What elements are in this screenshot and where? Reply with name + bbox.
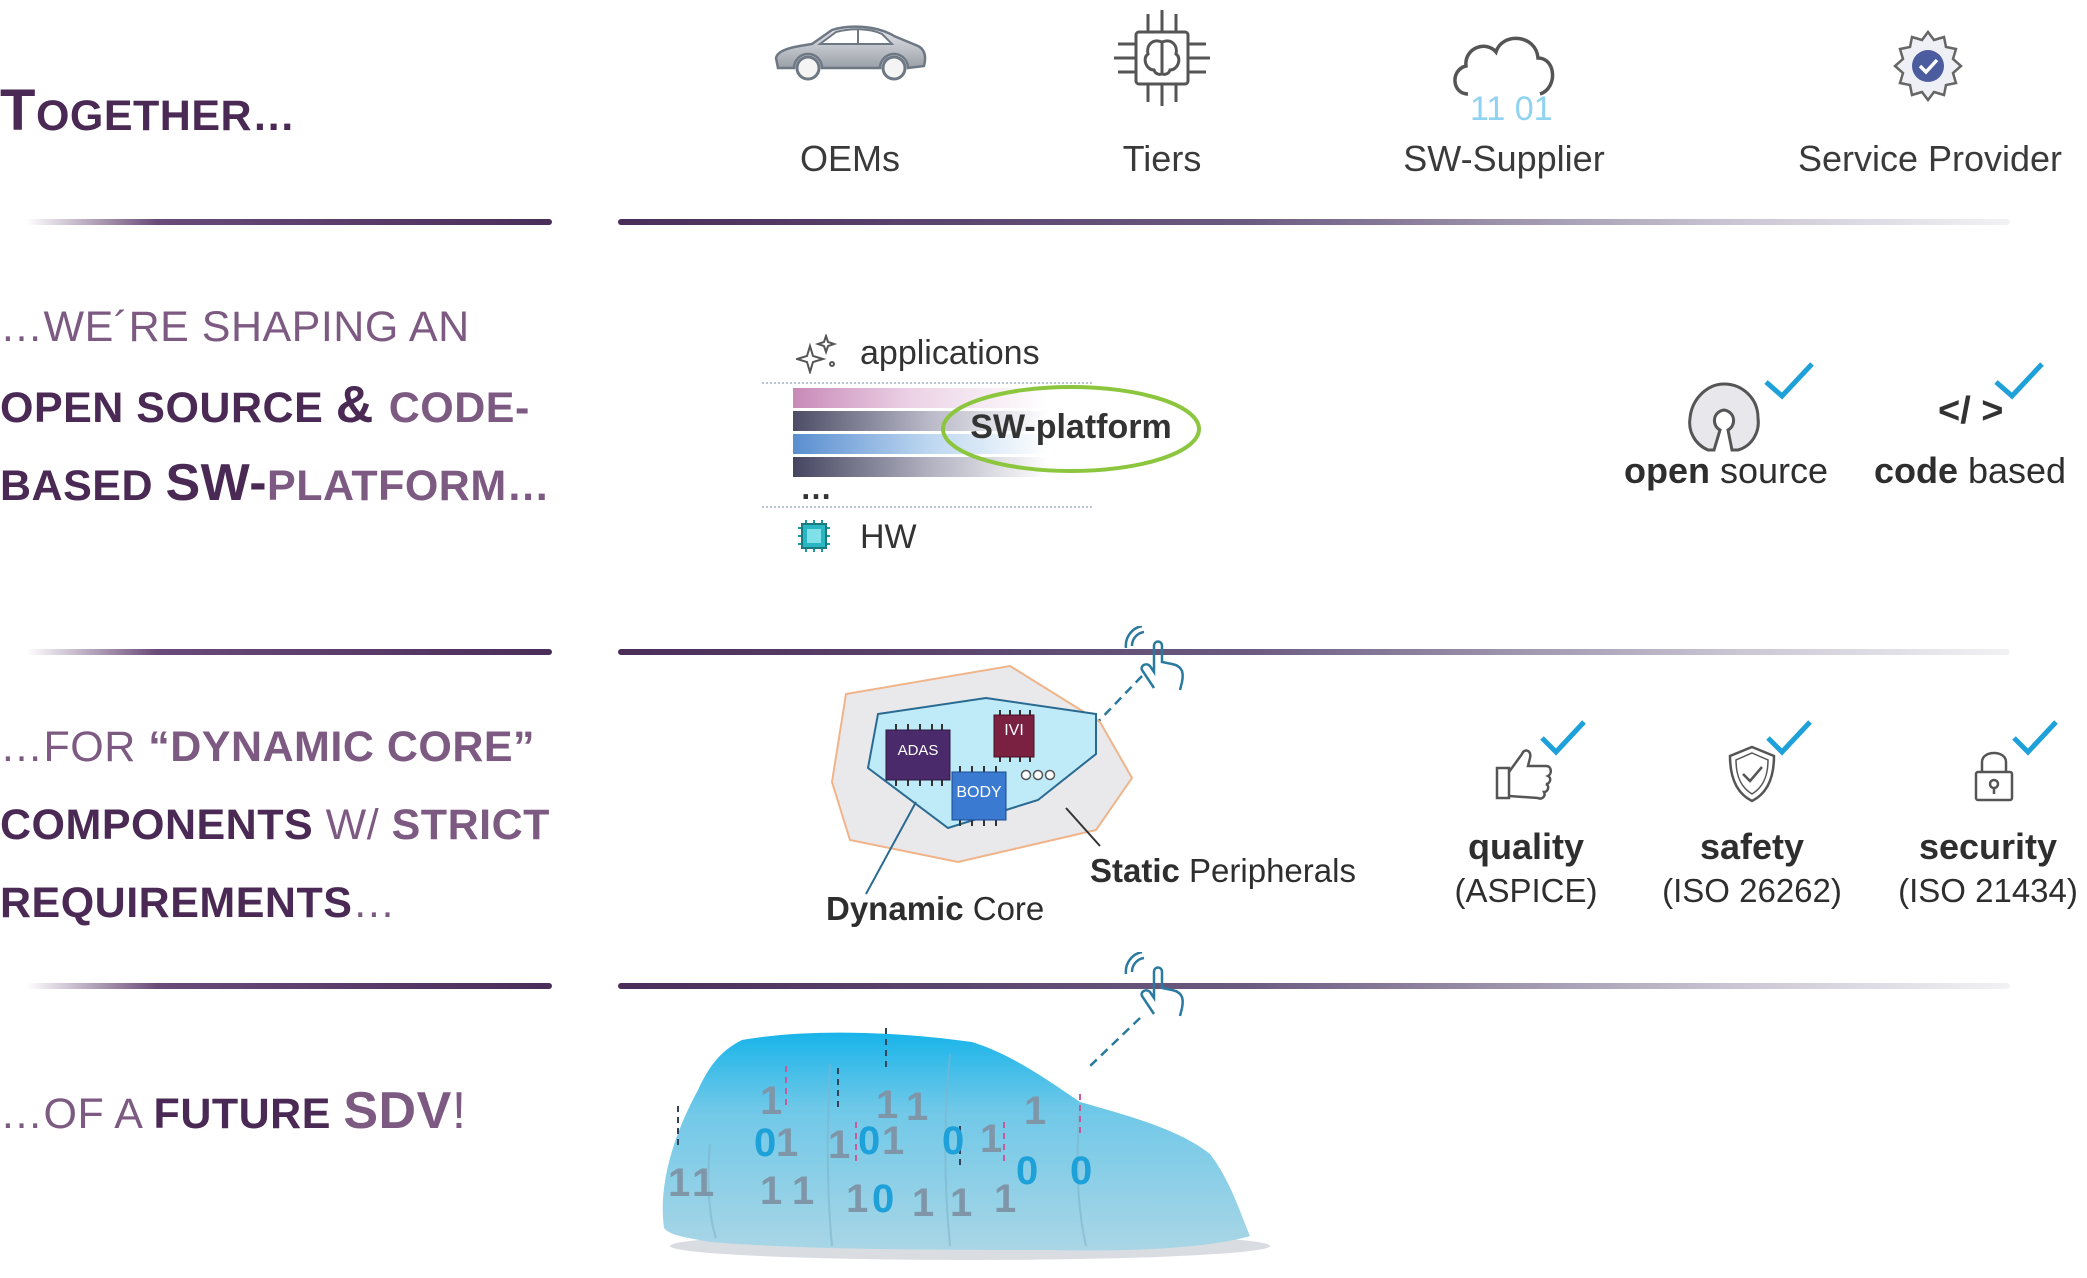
binary-digit: 1 xyxy=(882,1119,904,1163)
binary-digit: 0 xyxy=(942,1119,964,1163)
heading-future-sdv: …OF A FUTURE SDV! xyxy=(0,1082,467,1140)
chip-brain-icon xyxy=(1114,10,1210,106)
padlock-icon xyxy=(1974,751,2014,802)
quality-check-icon xyxy=(1540,720,1586,756)
stakeholder-label-sw-supplier: SW-Supplier xyxy=(1403,138,1605,179)
principle-open-source-label: open source xyxy=(1623,450,1829,491)
svg-text:11 01: 11 01 xyxy=(1470,90,1553,122)
platform-layer-4 xyxy=(793,457,1093,477)
cloud-binary-icon: 11 01 xyxy=(1453,36,1555,122)
callout-lines xyxy=(865,801,1101,895)
binary-digit: 1 xyxy=(828,1123,850,1167)
static-peripherals-label: Static Peripherals xyxy=(1090,852,1356,889)
binary-digit: 1 xyxy=(776,1121,798,1165)
platform-layer-1 xyxy=(793,388,1093,408)
binary-digit: 1 xyxy=(912,1181,934,1225)
touch-hand-icon-2 xyxy=(1124,952,1184,1017)
sparkle-icon xyxy=(796,334,838,374)
binary-digit: 1 xyxy=(950,1181,972,1225)
open-source-check-icon xyxy=(1764,362,1814,400)
binary-digit: 1 xyxy=(980,1117,1002,1161)
more-dots-icon xyxy=(1020,769,1056,781)
dynamic-core-label: Dynamic Core xyxy=(826,890,1045,927)
car-icon xyxy=(774,25,927,81)
open-source-icon xyxy=(1688,382,1760,452)
binary-digit: 0 xyxy=(872,1177,894,1221)
ivi-chip xyxy=(993,710,1035,762)
stakeholder-label-service-provider: Service Provider xyxy=(1797,138,2063,179)
platform-hw-label: HW xyxy=(860,518,917,556)
binary-digit: 1 xyxy=(760,1169,782,1213)
binary-digit: 1 xyxy=(906,1085,928,1129)
sw-platform-ellipse xyxy=(941,385,1201,473)
requirement-security-name: security xyxy=(1918,826,2058,867)
heading-dynamic-core: …FOR “DYNAMIC CORE” COMPONENTS W/ STRICT… xyxy=(0,723,550,927)
requirement-quality-name: quality xyxy=(1467,826,1584,867)
dashed-pointer-1 xyxy=(1091,675,1143,729)
binary-digit: 0 xyxy=(858,1119,880,1163)
binary-digit: 1 xyxy=(668,1161,690,1205)
binary-digit: 0 xyxy=(1016,1149,1038,1193)
platform-bottom-rule xyxy=(762,506,1092,508)
ivi-label: IVI xyxy=(1004,722,1024,739)
requirement-quality-standard: (ASPICE) xyxy=(1454,872,1598,909)
binary-digit: 1 xyxy=(846,1177,868,1221)
sw-platform-label: SW-platform xyxy=(970,408,1172,446)
heading-together: TOGETHER… xyxy=(0,78,296,143)
hw-chip-icon xyxy=(798,520,830,552)
body-label: BODY xyxy=(956,784,1002,801)
adas-chip xyxy=(885,724,951,786)
adas-label: ADAS xyxy=(897,742,939,759)
stakeholder-label-oems: OEMs xyxy=(799,138,900,179)
binary-digit: 1 xyxy=(692,1161,714,1205)
separator-left-3 xyxy=(26,983,552,989)
shield-check-icon xyxy=(1728,745,1776,803)
platform-top-rule xyxy=(762,382,1092,384)
principle-code-based-label: code based xyxy=(1873,450,2067,491)
platform-ellipsis: … xyxy=(800,470,832,506)
binary-digit: 0 xyxy=(1070,1149,1092,1193)
dashed-pointer-2 xyxy=(1087,1017,1141,1069)
separator-left-2 xyxy=(26,649,552,655)
separator-right-3 xyxy=(618,983,2010,989)
body-chip xyxy=(951,766,1007,826)
requirement-safety-standard: (ISO 26262) xyxy=(1662,872,1842,909)
security-check-icon xyxy=(2012,720,2058,756)
separator-right-1 xyxy=(618,219,2010,225)
code-icon: </ > xyxy=(1938,390,2004,432)
requirement-safety-name: safety xyxy=(1699,826,1805,867)
heading-shaping: …WE´RE SHAPING AN OPEN SOURCE & CODE- BA… xyxy=(0,303,551,512)
code-based-check-icon xyxy=(1994,362,2044,400)
binary-digit: 1 xyxy=(876,1083,898,1127)
separator-left-1 xyxy=(26,219,552,225)
gear-check-icon xyxy=(1893,29,1963,103)
binary-digit: 1 xyxy=(1024,1089,1046,1133)
binary-digit: 1 xyxy=(760,1079,782,1123)
thumbs-up-icon xyxy=(1495,749,1552,800)
binary-digit: 1 xyxy=(792,1169,814,1213)
stakeholder-label-tiers: Tiers xyxy=(1122,138,1202,179)
requirement-security-standard: (ISO 21434) xyxy=(1898,872,2078,909)
platform-applications-label: applications xyxy=(860,334,1040,372)
safety-check-icon xyxy=(1766,720,1812,756)
touch-hand-icon xyxy=(1124,626,1184,691)
separator-right-2 xyxy=(618,649,2010,655)
binary-digit: 0 xyxy=(754,1121,776,1165)
binary-digit: 1 xyxy=(994,1177,1016,1221)
platform-layer-3 xyxy=(793,434,1093,454)
